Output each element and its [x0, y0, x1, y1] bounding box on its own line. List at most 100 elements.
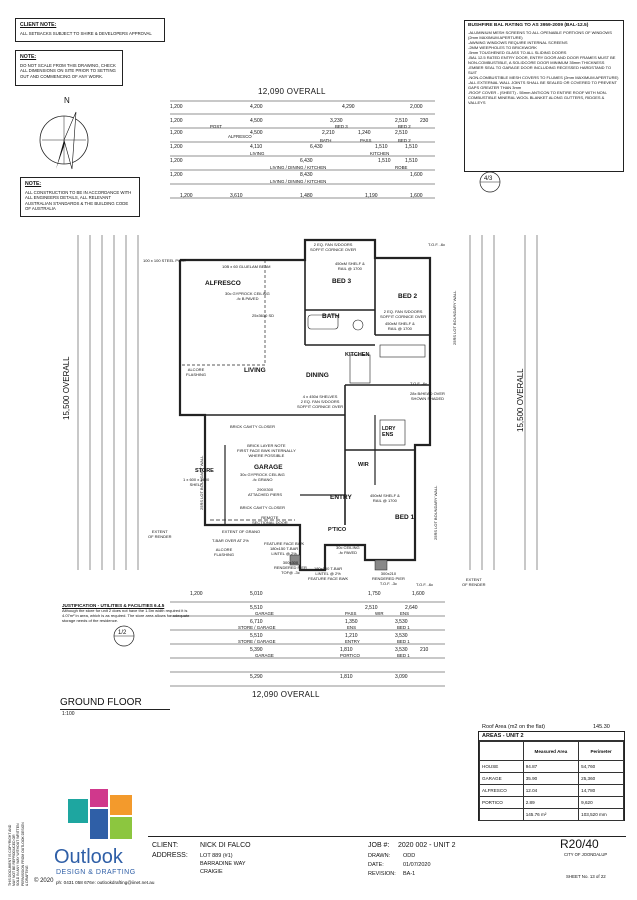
- top-dims-r6-a: 1,200: [170, 172, 183, 178]
- attached-piers-note: 290X300 ATTACHED PIERS: [248, 487, 283, 497]
- room-bed3: BED 3: [332, 278, 352, 285]
- bot-lbl-r3-b: ENS: [347, 625, 357, 630]
- logo-sub: DESIGN & DRAFTING: [56, 869, 136, 876]
- top-dimension-lines: [170, 100, 435, 199]
- client-label: CLIENT:: [152, 842, 179, 849]
- top-dims-r6-c: 1,600: [410, 172, 423, 178]
- rendered-pier-note: 300x300 RENDERED PIER TOF@ -3c: [274, 560, 307, 575]
- garage-ceiling-note: 30c GYPROCK CEILING -fc GRANO: [240, 472, 285, 482]
- logo-copyright: © 2020: [34, 878, 54, 884]
- tof-top-note: T.O.F. -6c: [428, 242, 446, 247]
- overall-left: 15,500 OVERALL: [62, 356, 71, 420]
- store-shelf-note: 1 x 600 x 1800 SHELF: [183, 477, 210, 487]
- bushfire-title: BUSHFIRE BAL RATING TO AS 3959-2009 (BAL…: [468, 23, 589, 28]
- top-dims-r3-e: 2,510: [395, 130, 408, 136]
- top-dims-r4-d: 1,510: [375, 144, 388, 150]
- scale-note-title: NOTE:: [20, 54, 37, 60]
- top-dims-r1-c: 4,290: [342, 104, 355, 110]
- job-label: JOB #:: [368, 842, 390, 849]
- top-dims-r7-e: 1,600: [410, 193, 423, 199]
- bot-dims-r2-a: 5,510: [250, 605, 263, 611]
- boundary-left-note: 25RS LOT BOUNDARY WALL: [199, 455, 204, 510]
- areas-header-perimeter: Perimeter: [578, 741, 624, 761]
- section-marker-bottom: 1/2: [118, 630, 127, 636]
- scale-note-text: DO NOT SCALE FROM THIS DRAWING, CHECK AL…: [20, 63, 116, 79]
- room-wir: WIR: [358, 462, 369, 468]
- room-entry: ENTRY: [330, 494, 352, 501]
- top-lbl-r2-a: POST: [210, 124, 222, 129]
- room-porch: P'TICO: [328, 527, 347, 533]
- bot-lbl-r2-c: WIR: [375, 611, 384, 616]
- bed3-shelf-note: 450xM SHELF & RAIL @ 1700: [335, 261, 365, 271]
- top-lbl-r4-a: LIVING: [250, 151, 265, 156]
- bed2-door-note: 2 EQ. FAN S/DOORS SOFFIT CORNICE OVER: [380, 309, 427, 319]
- construction-note-text: ALL CONSTRUCTION TO BE IN ACCORDANCE WIT…: [25, 190, 132, 211]
- bushfire-text: -ALUMINIUM MESH SCREENS TO ALL OPENABLE …: [468, 30, 619, 105]
- areas-cell: 25,360: [578, 772, 624, 785]
- table-row: PORTICO 2.89 9,620: [479, 796, 624, 809]
- council-name: CITY OF JOONDALUP: [564, 852, 608, 857]
- roof-area-value: 145.30: [593, 724, 610, 730]
- room-alfresco: ALFRESCO: [205, 280, 241, 287]
- bot-dims-r5-c: 3,530: [395, 647, 408, 653]
- north-label: N: [64, 96, 70, 105]
- top-dims-r2-a: 1,200: [170, 118, 183, 124]
- bot-dims-r3-b: 1,350: [345, 619, 358, 625]
- bot-dims-r1-b: 5,010: [250, 591, 263, 597]
- section-marker-top: 4/3: [484, 176, 493, 182]
- top-lbl-r6-a: LIVING / DINING / KITCHEN: [270, 179, 327, 184]
- top-dims-r7-c: 1,480: [300, 193, 313, 199]
- areas-cell: HOUSE: [479, 760, 524, 773]
- areas-cell: 35.90: [522, 772, 580, 785]
- bed1-shelf-note: 450xM SHELF & RAIL @ 1700: [370, 493, 400, 503]
- feature-face-note-2: 180x150 T-BAR LINTEL @ 2% FEATURE FACE B…: [308, 566, 349, 581]
- bot-dims-r2-c: 2,640: [405, 605, 418, 611]
- shelves-note: 4 x 450d SHELVES 2 EQ. FAN S/DOORS SOFFI…: [297, 394, 344, 409]
- bushfire-notes: BUSHFIRE BAL RATING TO AS 3959-2009 (BAL…: [464, 20, 624, 172]
- bot-dims-r5-a: 5,390: [250, 647, 263, 653]
- rendered-pier-note-2: 300x210 RENDERED PIER T.O.F. -3c: [372, 571, 405, 586]
- client-value: NICK DI FALCO: [200, 842, 251, 849]
- areas-cell: GARAGE: [479, 772, 524, 785]
- areas-total-perimeter: 103,520 mm: [578, 808, 624, 821]
- brick-layer-note: BRICK LAYER NOTE FIRST FACE BWK INTERNAL…: [237, 443, 296, 458]
- room-store: STORE: [195, 468, 214, 474]
- boundary-right-note: 25RS LOT BOUNDARY WALL: [452, 290, 457, 345]
- logo-phone: ph: 0431 058 676: [56, 880, 92, 885]
- top-lbl-r3-b: BATH: [320, 138, 332, 143]
- bot-lbl-r4-b: ENTRY: [345, 639, 360, 644]
- room-bath: BATH: [322, 313, 340, 320]
- date-value: 01/07/2020: [403, 862, 431, 868]
- bed3-door-note: 2 EQ. FAN S/DOORS SOFFIT CORNICE OVER: [310, 242, 357, 252]
- bulkhead-note: 28x B/HEAD OVER SHOWN SHADED: [410, 391, 445, 401]
- boundary-right-note-2: 25RS LOT BOUNDARY WALL: [433, 485, 438, 540]
- room-living: LIVING: [244, 367, 266, 374]
- construction-note: NOTE: ALL CONSTRUCTION TO BE IN ACCORDAN…: [20, 177, 140, 217]
- remote-door-note: REMOTE SECTIONAL DOOR: [252, 515, 288, 525]
- top-dims-r6-b: 8,430: [300, 172, 313, 178]
- date-label: DATE:: [368, 862, 384, 868]
- drawn-label: DRAWN:: [368, 853, 391, 859]
- bot-dims-r1-c: 1,750: [368, 591, 381, 597]
- top-dims-r7-d: 1,190: [365, 193, 378, 199]
- bot-dims-r2-b: 2,510: [365, 605, 378, 611]
- floor-title-underline: [60, 709, 170, 710]
- areas-cell: 54,760: [578, 760, 624, 773]
- top-dims-r4-a: 1,200: [170, 144, 183, 150]
- justification-title: JUSTIFICATION - UTILITIES & FACILITIES 6…: [62, 603, 165, 608]
- bot-lbl-r4-a: STORE / GARAGE: [238, 639, 276, 644]
- table-row-total: 145.76 m² 103,520 mm: [479, 808, 624, 821]
- bot-dims-r1-a: 1,200: [190, 591, 203, 597]
- extent-render-left: EXTENT OF RENDER: [148, 529, 172, 539]
- scale-note: NOTE: DO NOT SCALE FROM THIS DRAWING, CH…: [15, 50, 123, 86]
- areas-cell: [479, 808, 524, 821]
- top-dims-r4-b: 4,110: [250, 144, 263, 150]
- client-note: CLIENT NOTE: ALL SETBACKS SUBJECT TO SHI…: [15, 18, 165, 42]
- top-lbl-r3-d: BED 2: [398, 138, 411, 143]
- areas-cell: PORTICO: [479, 796, 524, 809]
- bot-dims-r5-b: 1,810: [340, 647, 353, 653]
- top-dims-r5-a: 1,200: [170, 158, 183, 164]
- justification-text: Although the store for unit 2 does not h…: [62, 608, 190, 623]
- top-dims-r2-b: 4,500: [250, 118, 263, 124]
- floor-plan-drawing: [77, 235, 538, 572]
